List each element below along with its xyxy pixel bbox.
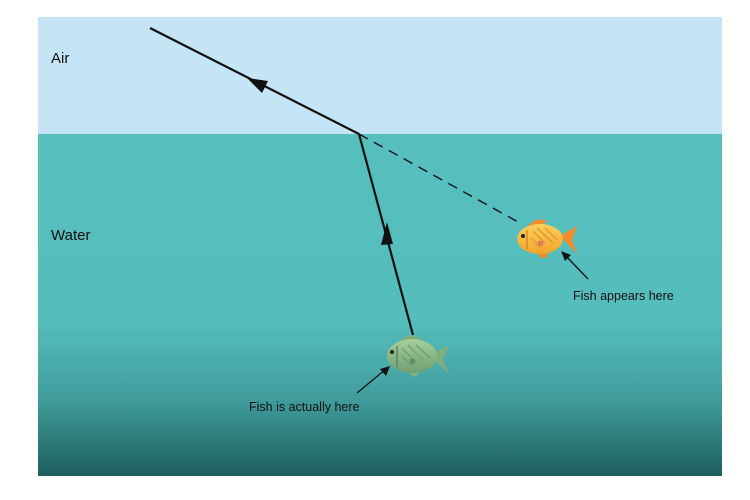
ray-arrowhead-air [247, 78, 268, 93]
apparent-sight-line [358, 133, 521, 224]
water-region [38, 134, 722, 476]
green-fish-icon [387, 335, 449, 377]
orange-fish-icon [517, 219, 577, 259]
actual-pointer-line [356, 368, 387, 394]
air-label: Air [51, 50, 69, 67]
apparent-pointer-head [561, 251, 571, 261]
air-region [38, 17, 722, 134]
actual-pointer-head [380, 366, 390, 376]
apparent-pointer-line [564, 254, 589, 280]
actual-position-label: Fish is actually here [249, 400, 360, 414]
apparent-position-label: Fish appears here [573, 289, 674, 303]
ray-arrowhead-water [381, 222, 393, 245]
water-label: Water [51, 227, 90, 244]
